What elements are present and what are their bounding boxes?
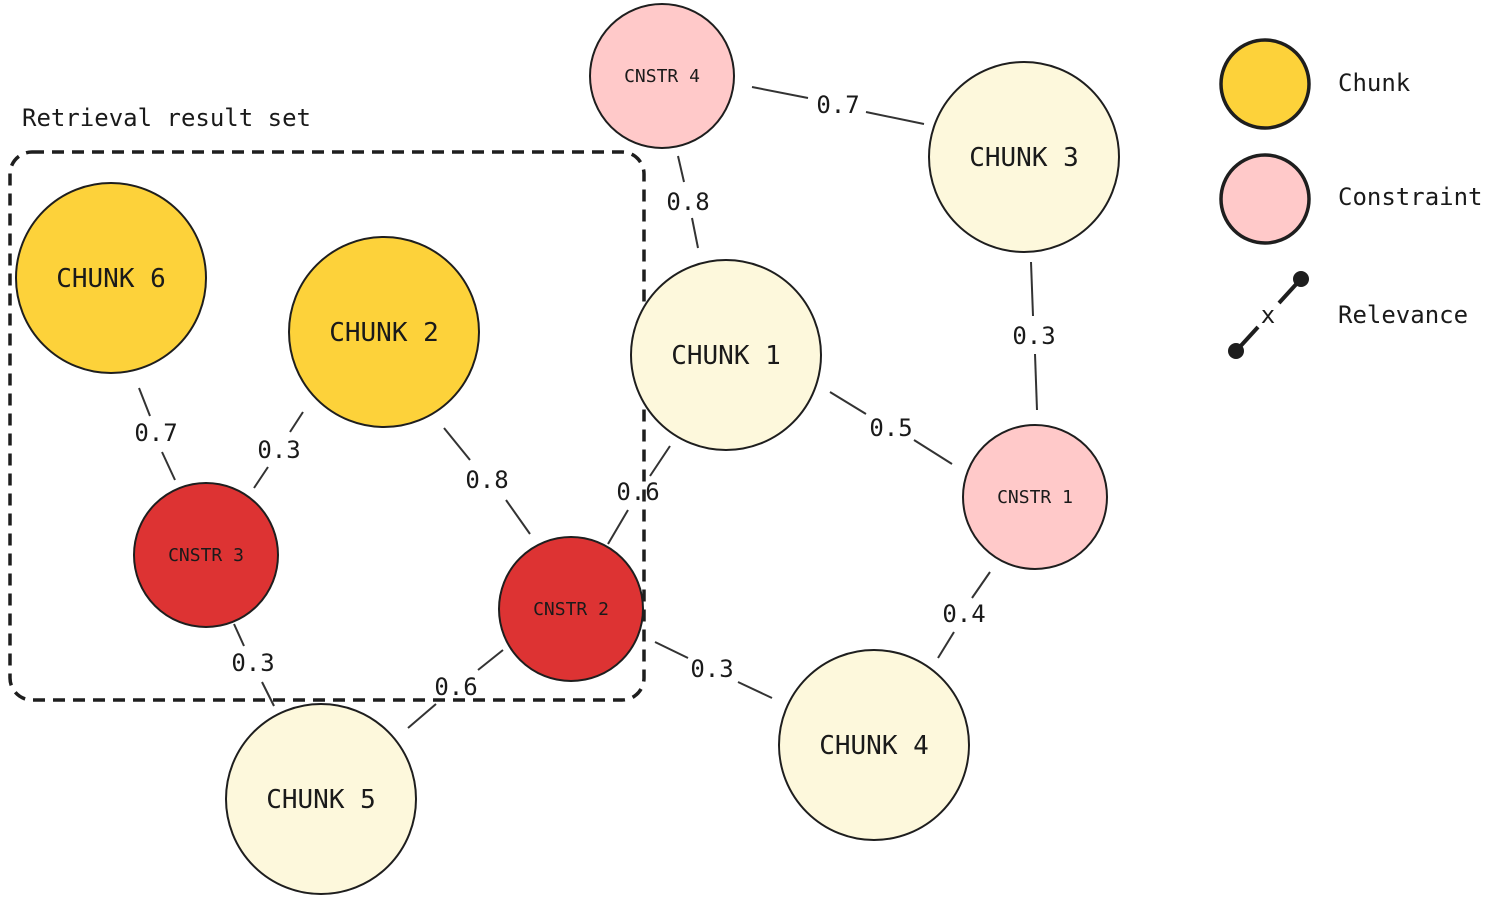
chunk-node-1: CHUNK 1 <box>630 259 822 451</box>
edge-cnstr4-chunk3 <box>751 86 809 99</box>
edge-cnstr2-chunk4 <box>654 641 689 659</box>
constraint-circle <box>133 482 279 628</box>
constraint-node-4: CNSTR 4 <box>589 3 735 149</box>
chunk-label: CHUNK 5 <box>266 785 376 815</box>
edge-cnstr3-chunk5 <box>261 681 275 707</box>
edge-chunk3-cnstr1 <box>1034 353 1038 411</box>
edge-label: 0.7 <box>816 91 859 119</box>
retrieval-result-set-label: Retrieval result set <box>22 104 311 132</box>
edge-label: 0.7 <box>134 419 177 447</box>
edge-label: 0.5 <box>869 414 912 442</box>
edge-cnstr2-chunk5 <box>407 703 437 729</box>
chunk-label: CHUNK 1 <box>671 341 781 371</box>
constraint-circle <box>962 424 1108 570</box>
constraint-circle <box>589 3 735 149</box>
legend-constraint-swatch <box>1219 153 1311 245</box>
chunk-circle <box>928 61 1120 253</box>
chunk-label: CHUNK 2 <box>329 318 439 348</box>
edge-cnstr2-chunk5 <box>477 649 504 671</box>
edge-chunk2-cnstr3 <box>289 411 304 433</box>
edge-chunk2-cnstr2 <box>505 499 531 535</box>
edge-chunk6-cnstr3 <box>161 451 176 481</box>
constraint-label: CNSTR 2 <box>533 599 609 620</box>
edge-chunk3-cnstr1 <box>1030 261 1034 317</box>
edge-cnstr2-chunk4 <box>737 681 773 699</box>
edge-cnstr1-chunk4 <box>971 571 991 599</box>
constraint-node-3: CNSTR 3 <box>133 482 279 628</box>
edge-chunk1-cnstr2 <box>607 509 629 545</box>
chunk-circle <box>630 259 822 451</box>
chunk-label: CHUNK 4 <box>819 731 929 761</box>
chunk-label: CHUNK 6 <box>56 264 166 294</box>
constraint-node-2: CNSTR 2 <box>498 536 644 682</box>
legend: Chunk Constraint x Relevance <box>1219 38 1483 359</box>
edge-label: 0.8 <box>666 188 709 216</box>
constraint-label: CNSTR 1 <box>997 487 1073 508</box>
legend-chunk-swatch <box>1219 38 1311 130</box>
chunk-node-3: CHUNK 3 <box>928 61 1120 253</box>
edge-cnstr3-chunk5 <box>233 623 245 647</box>
edge-label: 0.3 <box>1012 322 1055 350</box>
edge-label: 0.4 <box>942 600 985 628</box>
constraint-label: CNSTR 4 <box>624 66 700 87</box>
edge-chunk1-cnstr1 <box>913 439 953 465</box>
chunk-circle <box>225 703 417 895</box>
edge-label: 0.3 <box>231 649 274 677</box>
edge-label: 0.8 <box>465 466 508 494</box>
chunk-label: CHUNK 3 <box>969 143 1079 173</box>
edge-label: 0.6 <box>616 478 659 506</box>
edge-cnstr4-chunk1 <box>677 155 685 183</box>
edge-label: 0.3 <box>257 436 300 464</box>
legend-relevance-icon: x <box>1228 271 1309 359</box>
edges: 0.7 0.8 0.3 0.5 0.4 0.7 0.3 0.8 0.6 0.3 … <box>134 86 1056 729</box>
constraint-circle <box>498 536 644 682</box>
chunk-circle <box>288 236 480 428</box>
edge-cnstr4-chunk3 <box>865 111 925 125</box>
edge-cnstr1-chunk4 <box>937 631 955 659</box>
edge-label: 0.3 <box>690 655 733 683</box>
edge-label: 0.6 <box>434 673 477 701</box>
legend-constraint-label: Constraint <box>1338 183 1483 211</box>
constraint-label: CNSTR 3 <box>168 545 244 566</box>
edge-chunk6-cnstr3 <box>138 387 151 417</box>
edge-chunk1-cnstr1 <box>829 391 867 415</box>
legend-chunk-label: Chunk <box>1338 69 1411 97</box>
edge-chunk2-cnstr3 <box>253 466 269 489</box>
chunk-node-2: CHUNK 2 <box>288 236 480 428</box>
edge-cnstr4-chunk1 <box>691 217 699 249</box>
legend-relevance-label: Relevance <box>1338 301 1468 329</box>
chunk-node-4: CHUNK 4 <box>778 649 970 841</box>
chunk-node-6: CHUNK 6 <box>15 182 207 374</box>
chunk-node-5: CHUNK 5 <box>225 703 417 895</box>
chunk-circle <box>778 649 970 841</box>
edge-chunk2-cnstr2 <box>443 427 471 461</box>
constraint-node-1: CNSTR 1 <box>962 424 1108 570</box>
edge-chunk1-cnstr2 <box>649 445 671 477</box>
chunk-circle <box>15 182 207 374</box>
legend-relevance-marker: x <box>1261 301 1275 329</box>
